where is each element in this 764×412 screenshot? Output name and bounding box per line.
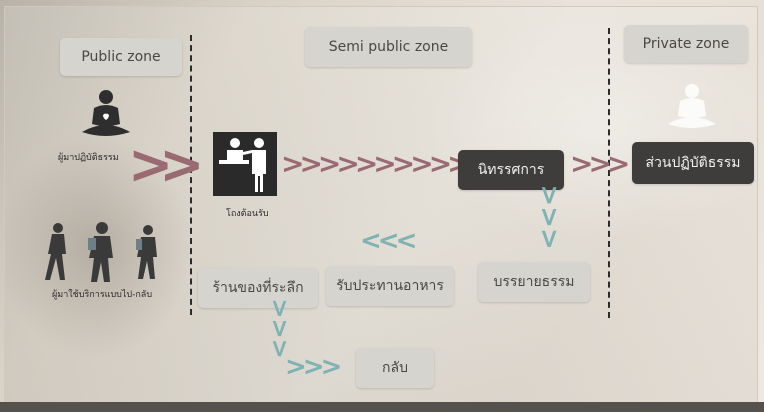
visitors-caption: ผู้มาใช้บริการแบบไป-กลับ xyxy=(52,290,153,300)
dharma-to-food-arrow: <<< xyxy=(360,226,417,256)
reception-to-registration-arrow: >>>>>>>>>> xyxy=(281,147,471,180)
reception-desk-icon xyxy=(213,132,277,196)
meditating-ghost-icon xyxy=(668,84,716,128)
public-entry-arrow: >> xyxy=(128,133,204,196)
public-semi-divider xyxy=(190,35,192,315)
dharma-talk-box: บรรยายธรรม xyxy=(478,262,590,302)
semi-private-divider xyxy=(608,28,610,318)
reception-caption: โถงต้อนรับ xyxy=(226,209,269,219)
practice-area-box: ส่วนปฏิบัติธรรม xyxy=(632,142,754,184)
registration-box: นิทรรศการ xyxy=(458,150,564,190)
souvenir-down-arrow: >>> xyxy=(265,298,294,359)
souvenir-box: ร้านของที่ระลึก xyxy=(198,268,318,308)
walking-people-icon xyxy=(45,222,157,282)
food-box: รับประทานอาหาร xyxy=(326,266,454,306)
bottom-shadow-bar xyxy=(0,402,764,412)
semi-public-zone-label: Semi public zone xyxy=(305,27,472,67)
meditating-person-icon xyxy=(82,90,130,136)
registration-to-dharma-arrow: >>> xyxy=(533,184,564,250)
registration-to-practice-arrow: >>> xyxy=(570,147,630,180)
meditator-caption: ผู้มาปฏิบัติธรรม xyxy=(58,153,119,163)
private-zone-label: Private zone xyxy=(624,25,748,63)
public-zone-label: Public zone xyxy=(60,38,182,76)
return-box: กลับ xyxy=(356,348,434,388)
to-return-arrow: >>> xyxy=(285,352,342,382)
